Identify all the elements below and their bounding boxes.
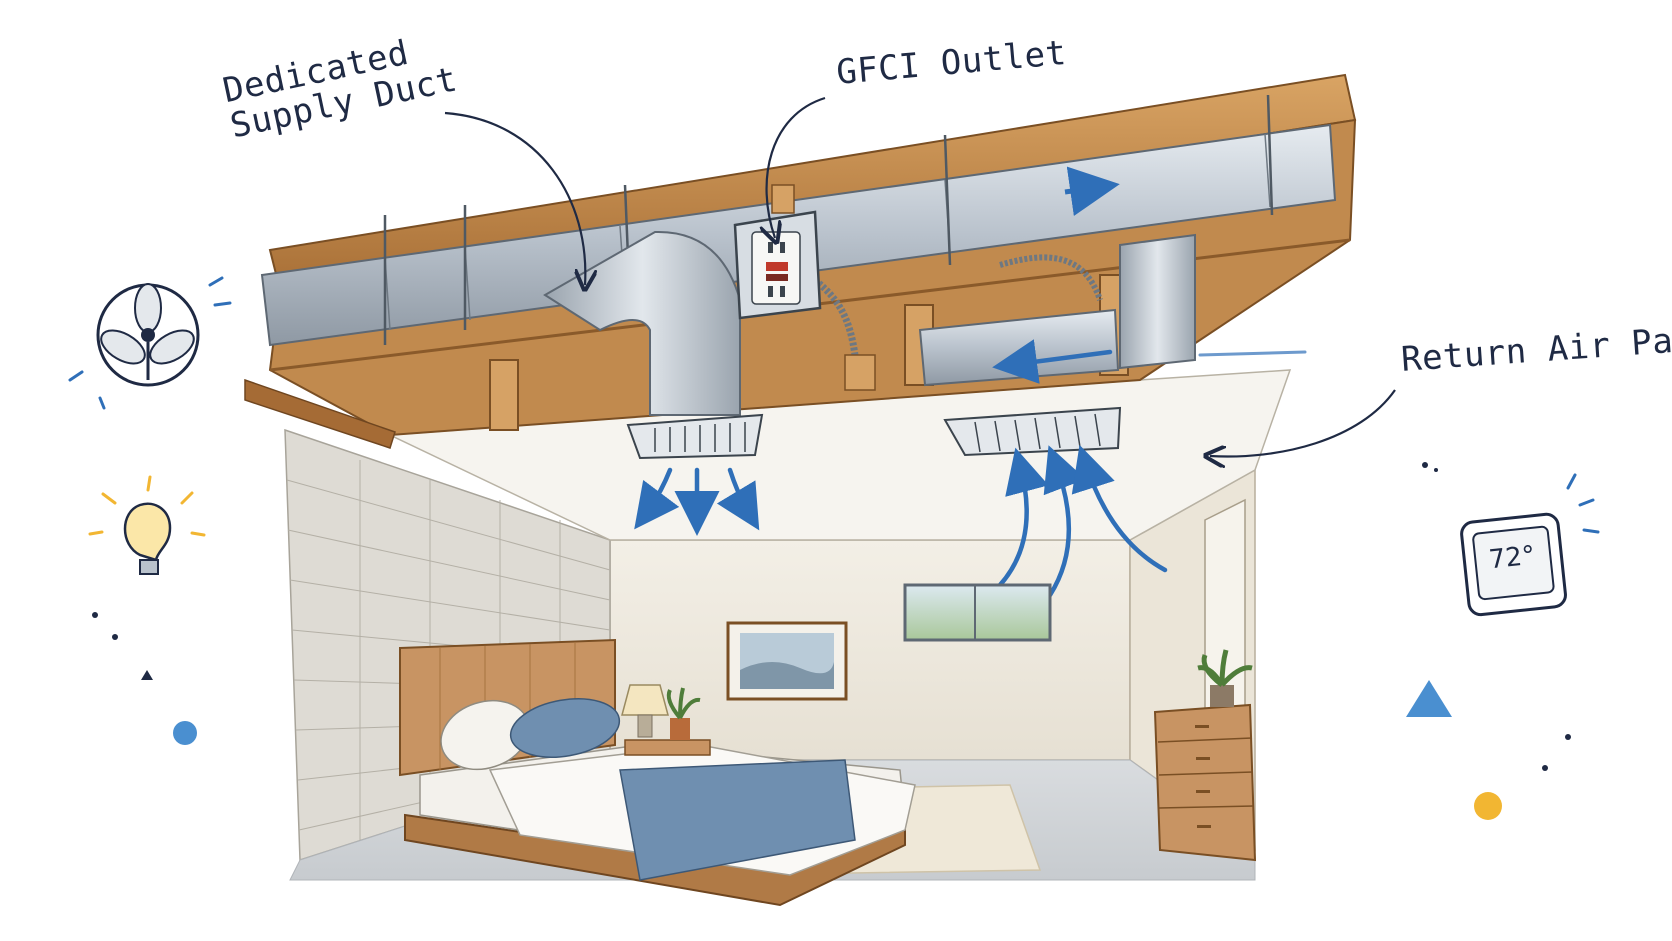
return-duct-riser: [1119, 233, 1196, 370]
trunk-flow-arrow: [1064, 166, 1120, 216]
potted-plant-dresser: [1197, 649, 1253, 707]
dresser: [1153, 703, 1257, 862]
lamp-shade: [621, 684, 669, 716]
potted-plant-small: [666, 687, 701, 740]
fan-icon: [68, 276, 232, 410]
return-air-arrow-1: [997, 447, 1049, 588]
thermostat-icon: [1460, 473, 1600, 617]
supply-air-arrow-right: [716, 467, 760, 531]
airflow-arrows: [634, 339, 1307, 598]
return-duct-flow-arrow: [992, 339, 1113, 384]
blanket: [619, 759, 856, 881]
supply-air-arrow-left: [634, 467, 680, 530]
nightstand: [624, 739, 711, 756]
decorations: [92, 462, 1571, 820]
return-air-arrow-3: [1071, 444, 1168, 573]
supply-duct-leader: [444, 111, 585, 285]
basement-window: [903, 583, 1052, 642]
callout-leaders: [444, 96, 1396, 456]
gfci-outlet: [733, 184, 822, 320]
return-air-arrow-2: [1043, 445, 1086, 598]
gfci-outlet-leader: [767, 96, 826, 238]
beam-edge: [244, 378, 396, 449]
pillow-blue: [509, 698, 621, 758]
flex-conduit: [812, 277, 859, 356]
return-air-leader: [1210, 389, 1396, 456]
supply-register: [626, 413, 764, 460]
furniture: [399, 583, 1257, 907]
lightbulb-icon: [88, 475, 206, 575]
